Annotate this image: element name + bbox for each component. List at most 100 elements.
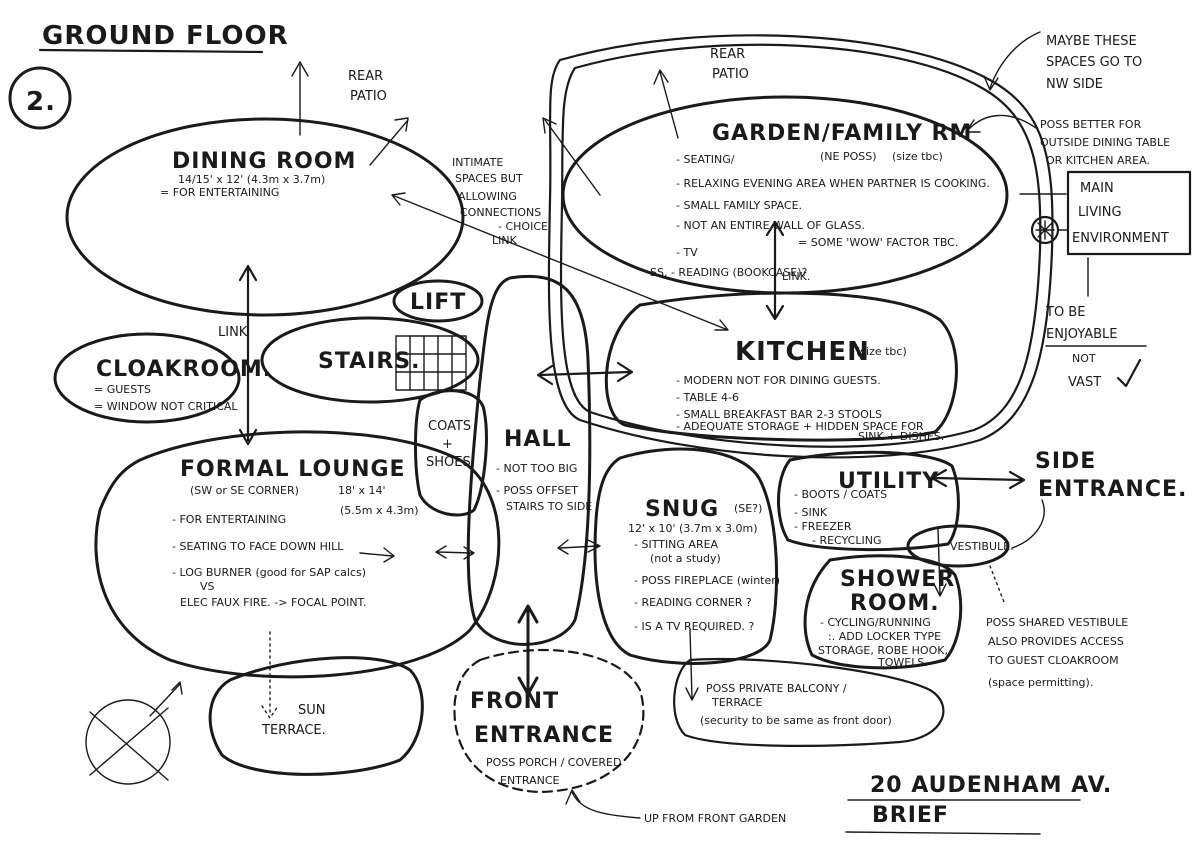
- cloakroom-note-2: = WINDOW NOT CRITICAL: [94, 400, 238, 413]
- garden-note-6: SS. - READING (BOOKCASE)?: [650, 266, 808, 279]
- shower-note-3: STORAGE, ROBE HOOK,: [818, 644, 948, 657]
- stairs-outline: [260, 316, 480, 404]
- dining-room-outline: [65, 117, 465, 317]
- page-title: GROUND FLOOR: [42, 21, 289, 51]
- enjoyable-2: ENJOYABLE: [1046, 327, 1118, 342]
- shower-name-1: SHOWER: [840, 567, 955, 592]
- vestibule-note-3: TO GUEST CLOAKROOM: [987, 654, 1119, 667]
- sun-terrace-outline: [208, 656, 424, 776]
- lift-name: LIFT: [410, 290, 466, 315]
- hall-entrance-arrow: [517, 604, 539, 696]
- garden-room-sub: (NE POSS): [820, 150, 877, 163]
- lounge-note-1: - FOR ENTERTAINING: [172, 513, 286, 526]
- maybe-3: NW SIDE: [1046, 77, 1103, 92]
- kitchen-note-4: - ADEQUATE STORAGE + HIDDEN SPACE FOR: [676, 420, 924, 433]
- shower-outline: [803, 554, 963, 670]
- front-entrance-note-2: ENTRANCE: [500, 774, 560, 787]
- sheet-number: 2.: [26, 87, 56, 117]
- snug-balcony-arrow: [685, 629, 699, 701]
- snug-note-3: - POSS FIREPLACE (winter): [634, 574, 780, 587]
- lounge-note-2: - SEATING TO FACE DOWN HILL: [172, 540, 344, 553]
- main-living-2: LIVING: [1078, 205, 1122, 220]
- hall-note-3: STAIRS TO SIDE: [506, 500, 592, 513]
- hall-snug-link-arrow: [557, 539, 601, 555]
- dining-kitchen-link-line: [391, 192, 729, 331]
- enjoyable-not: NOT: [1072, 352, 1096, 365]
- lounge-outline: [94, 430, 501, 679]
- utility-name: UTILITY: [838, 469, 939, 494]
- cloakroom-outline: [53, 332, 241, 424]
- poss-better-2: OUTSIDE DINING TABLE: [1040, 136, 1170, 149]
- garden-note-4: - NOT AN ENTIRE WALL OF GLASS.: [676, 219, 865, 232]
- main-living-3: ENVIRONMENT: [1072, 231, 1169, 246]
- poss-better-1: POSS BETTER FOR: [1040, 118, 1142, 131]
- cloakroom-name: CLOAKROOM.: [96, 357, 272, 382]
- intimate-1: INTIMATE: [452, 156, 503, 169]
- garden-outer-outline-2: [559, 43, 1042, 448]
- sun-terrace-1: SUN: [298, 703, 326, 718]
- utility-note-4: - RECYCLING: [812, 534, 881, 547]
- main-living-box: [1066, 170, 1192, 256]
- vestibule-note-line: [989, 565, 1005, 603]
- dining-lounge-link-arrow: [238, 264, 258, 446]
- project-line-2: BRIEF: [872, 803, 949, 828]
- utility-side-arrow: [930, 468, 1026, 490]
- sun-icon: [1030, 215, 1060, 245]
- front-entrance-1: FRONT: [470, 689, 559, 714]
- lounge-name: FORMAL LOUNGE: [180, 457, 406, 482]
- front-entrance-2: ENTRANCE: [474, 723, 614, 748]
- lounge-note-3: - LOG BURNER (good for SAP calcs): [172, 566, 366, 579]
- garden-note-5: - TV: [676, 246, 698, 259]
- garden-kitchen-link-arrow: [765, 220, 785, 321]
- intimate-2: SPACES BUT: [455, 172, 523, 185]
- utility-outline: [777, 450, 960, 552]
- title-underline: [38, 48, 264, 54]
- coats-2: +: [442, 437, 453, 452]
- hall-outline: [466, 274, 592, 646]
- hall-kitchen-link-arrow: [536, 361, 634, 386]
- garden-outer-outline: [547, 34, 1054, 459]
- snug-name: SNUG: [645, 497, 719, 522]
- garden-note-1: - SEATING/: [676, 153, 735, 166]
- utility-note-1: - BOOTS / COATS: [794, 488, 887, 501]
- kitchen-name: KITCHEN: [735, 337, 870, 367]
- stairs-icon: [395, 335, 467, 391]
- balcony-3: (security to be same as front door): [700, 714, 892, 727]
- maybe-2: SPACES GO TO: [1046, 55, 1142, 70]
- rear-patio-right-2: PATIO: [712, 67, 749, 82]
- side-entrance-curve: [1011, 499, 1045, 549]
- lounge-sub: (SW or SE CORNER): [190, 484, 299, 497]
- sheet-number-circle: [8, 66, 72, 130]
- garden-note-2: - RELAXING EVENING AREA WHEN PARTNER IS …: [676, 177, 990, 190]
- patio-arrow-up: [291, 61, 309, 136]
- balcony-1: POSS PRIVATE BALCONY /: [706, 682, 847, 695]
- front-entrance-note-1: POSS PORCH / COVERED: [486, 756, 621, 769]
- rear-patio-left-1: REAR: [348, 69, 383, 84]
- main-living-link: [1019, 193, 1069, 231]
- utility-note-3: - FREEZER: [794, 520, 852, 533]
- enjoyable-vast: VAST: [1068, 375, 1101, 390]
- snug-note-2: (not a study): [650, 552, 721, 565]
- up-from-garden: UP FROM FRONT GARDEN: [644, 812, 786, 825]
- utility-note-2: - SINK: [794, 506, 828, 519]
- hall-note-2: - POSS OFFSET: [496, 484, 578, 497]
- project-line-1: 20 AUDENHAM AV.: [870, 773, 1112, 798]
- kitchen-outline: [604, 291, 958, 442]
- garden-room-size: (size tbc): [892, 150, 943, 163]
- lounge-note-5: ELEC FAUX FIRE. -> FOCAL POINT.: [180, 596, 366, 609]
- garden-wow: = SOME 'WOW' FACTOR TBC.: [798, 236, 958, 249]
- dining-room-note: = FOR ENTERTAINING: [160, 186, 279, 199]
- downhill-arrow: [359, 547, 395, 563]
- coats-outline: [414, 389, 488, 517]
- stairs-name: STAIRS.: [318, 349, 421, 374]
- intimate-3: ALLOWING: [458, 190, 517, 203]
- vestibule-shower-arrow: [933, 527, 947, 597]
- front-entrance-outline: [453, 648, 645, 794]
- lounge-terrace-arrow: [261, 631, 279, 719]
- side-entrance-1: SIDE: [1035, 449, 1096, 474]
- vestibule-outline: [906, 524, 1010, 568]
- compass-icon: [85, 681, 183, 785]
- vestibule: VESTIBULE.: [950, 540, 1014, 553]
- intimate-5: - CHOICE.: [498, 220, 551, 233]
- balcony-2: TERRACE: [711, 696, 763, 709]
